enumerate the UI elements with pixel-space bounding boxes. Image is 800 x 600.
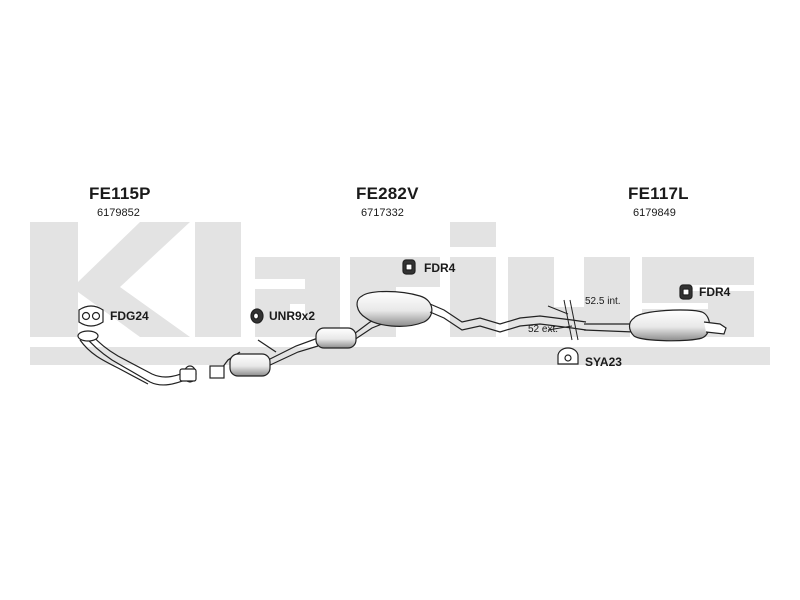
- rubber-mount-icon: [679, 284, 693, 300]
- sleeve-connector-icon: [557, 347, 579, 365]
- klarius-watermark-logo: [30, 222, 770, 365]
- part-code-middle: FE282V: [356, 184, 419, 203]
- clamp-label: UNR9x2: [269, 309, 316, 323]
- dimension-external-label: 52 ext.: [528, 324, 559, 335]
- part-code-front: FE115P: [89, 184, 151, 203]
- rubber-mount-center-label: FDR4: [424, 261, 456, 275]
- intermediate-pipe: [209, 305, 393, 379]
- dimension-internal-label: 52.5 int.: [585, 296, 621, 307]
- flange-gasket-icon: [78, 305, 104, 327]
- flange-gasket-label: FDG24: [110, 309, 149, 323]
- part-number-rear: 6179849: [633, 207, 676, 219]
- sleeve-connector-label: SYA23: [585, 355, 622, 369]
- dimension-marker: [547, 299, 579, 341]
- clamp-icon: [250, 308, 264, 324]
- rubber-mount-rear-label: FDR4: [699, 285, 731, 299]
- part-number-front: 6179852: [97, 207, 140, 219]
- pre-silencer-small: [229, 327, 357, 377]
- front-pipe: [77, 330, 197, 386]
- part-number-middle: 6717332: [361, 207, 404, 219]
- rubber-mount-icon: [402, 259, 416, 275]
- rear-silencer: [583, 309, 727, 342]
- part-code-rear: FE117L: [628, 184, 689, 203]
